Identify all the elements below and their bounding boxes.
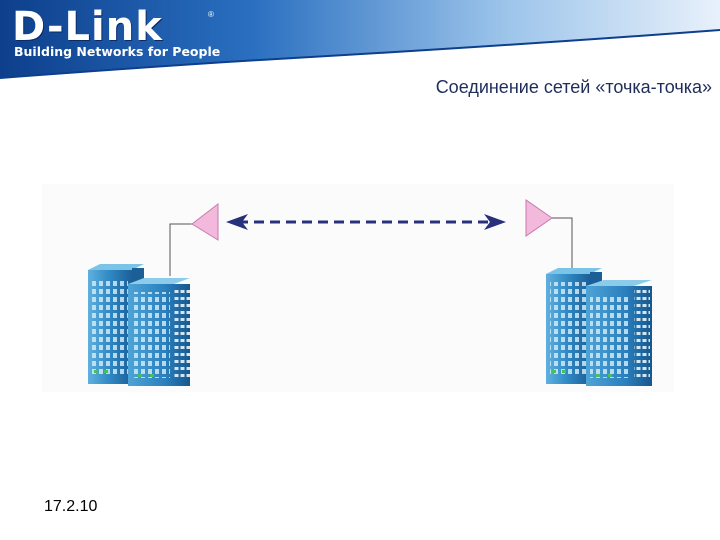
slide-title: Соединение сетей «точка-точка» [436,77,712,98]
diagram-panel [42,184,674,392]
brand-tagline: Building Networks for People [14,44,220,59]
double-arrow-icon [226,214,506,230]
right-buildings-icon [546,268,652,386]
network-diagram [42,184,674,392]
left-buildings-icon [88,264,190,386]
brand-logo: D-Link ® Building Networks for People [12,4,222,60]
registered-mark: ® [208,10,214,19]
slide-date: 17.2.10 [44,498,97,516]
right-antenna-icon [526,200,572,272]
left-antenna-icon [170,204,218,276]
